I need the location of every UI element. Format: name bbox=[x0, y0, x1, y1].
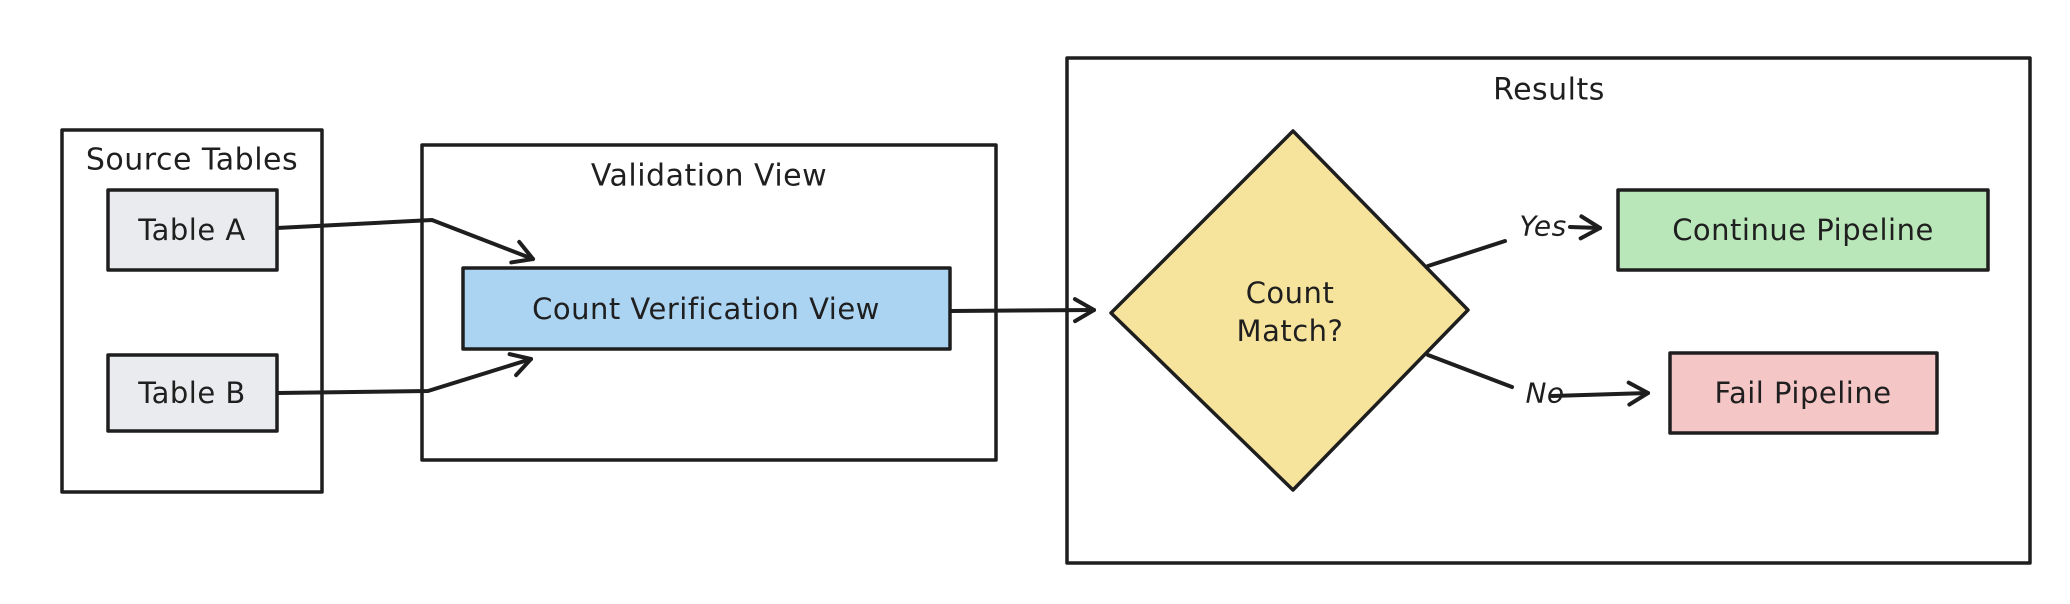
source-tables-container bbox=[60, 128, 324, 494]
fail-pipeline-label: Fail Pipeline bbox=[1714, 376, 1891, 410]
edge-table-b-to-view bbox=[275, 352, 533, 395]
edge-diamond-to-yes-label bbox=[1426, 239, 1507, 268]
count-match-label-line2: Match? bbox=[1237, 314, 1344, 348]
edge-yes-to-continue bbox=[1568, 214, 1602, 241]
source-tables-title: Source Tables bbox=[86, 143, 298, 178]
continue-pipeline-node bbox=[1616, 188, 1990, 272]
continue-pipeline-label: Continue Pipeline bbox=[1672, 213, 1934, 247]
edge-view-to-diamond bbox=[949, 297, 1096, 324]
edge-label-yes: Yes bbox=[1519, 210, 1566, 243]
edge-table-a-to-view bbox=[275, 218, 535, 265]
fail-pipeline-node bbox=[1668, 351, 1939, 435]
table-b-node bbox=[106, 353, 279, 433]
count-match-label-line1: Count bbox=[1246, 276, 1335, 310]
table-a-label: Table A bbox=[137, 213, 246, 247]
count-verification-view-label: Count Verification View bbox=[532, 292, 880, 326]
count-verification-view-node bbox=[461, 266, 952, 351]
edge-no-to-fail bbox=[1550, 380, 1650, 407]
edge-label-no: No bbox=[1525, 377, 1564, 410]
table-a-node bbox=[106, 188, 279, 272]
results-title: Results bbox=[1493, 73, 1605, 108]
count-match-diamond bbox=[1109, 129, 1470, 492]
edge-diamond-to-no-label bbox=[1426, 353, 1514, 389]
validation-view-title: Validation View bbox=[591, 159, 827, 194]
table-b-label: Table B bbox=[137, 376, 246, 410]
